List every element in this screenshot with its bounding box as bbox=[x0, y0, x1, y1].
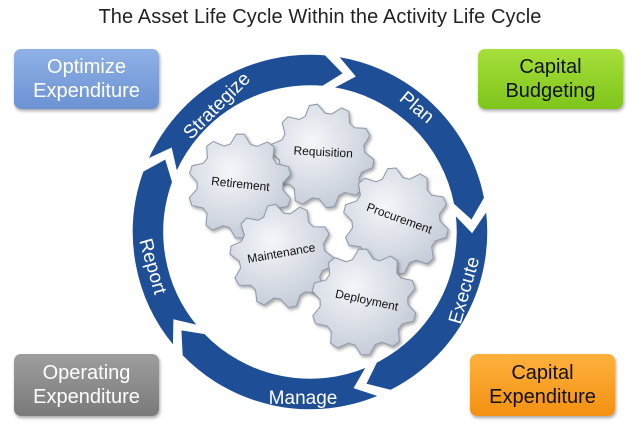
box-line: Capital bbox=[511, 362, 574, 384]
gear-label-requisition: Requisition bbox=[293, 143, 353, 160]
cycle-ring bbox=[131, 53, 489, 411]
diagram-title: The Asset Life Cycle Within the Activity… bbox=[98, 6, 542, 28]
box-line: Operating bbox=[42, 362, 131, 384]
gear-cluster bbox=[188, 103, 449, 356]
gear-procurement-icon bbox=[343, 167, 449, 275]
box-line: Capital bbox=[519, 56, 582, 78]
gear-deployment-icon bbox=[311, 248, 417, 356]
cycle-segment-strategize bbox=[145, 53, 345, 175]
box-line: Budgeting bbox=[505, 80, 596, 102]
cycle-segment-execute bbox=[364, 208, 489, 392]
box-line: Expenditure bbox=[489, 386, 596, 408]
cycle-segment-manage bbox=[179, 328, 382, 411]
box-line: Expenditure bbox=[33, 386, 140, 408]
box-line: Expenditure bbox=[33, 80, 140, 102]
stage-label-manage: Manage bbox=[269, 388, 338, 409]
gear-maintenance-icon bbox=[229, 203, 335, 309]
gear-label-retirement: Retirement bbox=[211, 174, 271, 194]
box-line: Optimize bbox=[47, 56, 126, 78]
cycle-segment-report bbox=[131, 157, 201, 349]
cycle-segment-plan bbox=[330, 55, 486, 222]
